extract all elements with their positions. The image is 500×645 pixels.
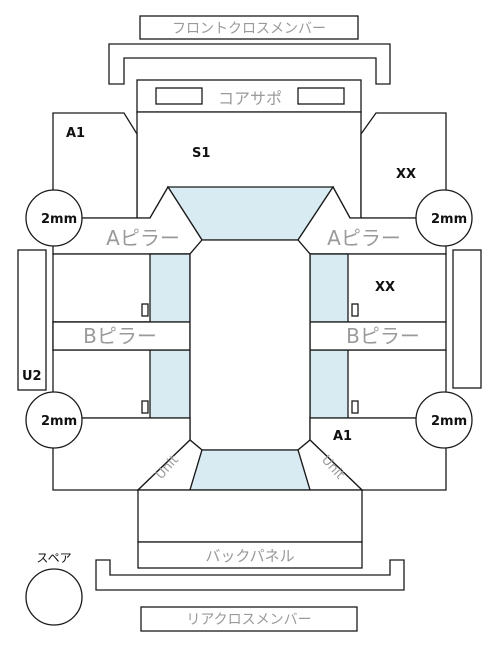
front-right-wheel [415,189,473,247]
core-support-label: コアサポ [218,89,282,108]
trunk-lid [137,489,363,543]
front-cross-member-label: フロントクロスメンバー [172,21,326,37]
left-rear-door-handle [141,400,149,414]
spare-tire [25,568,83,626]
front-right-wheel-label: 2mm [431,212,467,227]
rear-left-wheel-label: 2mm [41,414,77,429]
a1-rear-label: A1 [333,429,352,444]
front-left-wheel-label: 2mm [41,212,77,227]
a-pillar-right-label: Aピラー [327,226,401,250]
front-cross-member-box [139,15,359,40]
b-pillar-left-label: Bピラー [83,324,157,348]
right-b-pillar-band [309,321,447,351]
left-front-side-glass [149,253,191,323]
xx-door-label: XX [375,280,395,295]
back-panel-box [137,541,363,569]
a1-front-label: A1 [66,126,85,141]
left-b-pillar-cover [52,321,191,351]
rear-right-wheel-label: 2mm [431,414,467,429]
xx-front-label: XX [396,167,416,182]
left-rear-side-glass [149,349,191,419]
left-front-door-handle [141,303,149,317]
right-rear-side-glass [309,349,349,419]
right-front-side-glass [309,253,349,323]
back-panel-label: バックパネル [205,547,294,565]
right-front-door-handle [351,303,359,317]
u2-label: U2 [22,369,42,384]
core-support-right-slot [297,87,345,105]
roof-panel [189,239,311,451]
b-pillar-right-label: Bピラー [346,324,420,348]
rear-right-wheel [415,391,473,449]
right-side-mirror-panel [452,249,482,389]
a-pillar-left-label: Aピラー [106,226,180,250]
right-rear-door-handle [351,400,359,414]
core-support-left-slot [155,87,203,105]
s1-label: S1 [192,146,210,161]
rear-bracket [95,559,405,591]
rear-left-wheel [25,391,83,449]
rear-window [189,449,311,491]
front-bracket [108,43,391,85]
rear-cross-member-box [140,606,358,632]
left-side-mirror-panel [17,249,47,391]
spare-label: スペア [36,551,71,565]
rear-cross-member-label: リアクロスメンバー [186,612,311,628]
front-left-wheel [25,189,83,247]
